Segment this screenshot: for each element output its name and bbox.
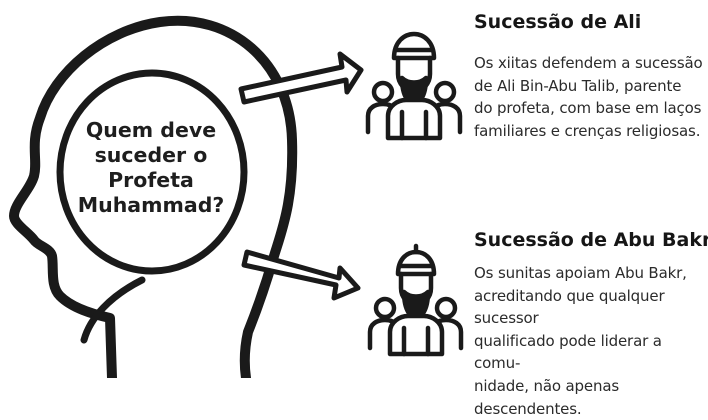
head-silhouette [9, 15, 298, 378]
head-inner-contour [80, 276, 146, 344]
option-description-abu-bakr: Os sunitas apoiam Abu Bakr, acreditando … [474, 264, 687, 418]
diagram-artwork [9, 15, 464, 378]
option-title-ali: Sucessão de Ali [474, 11, 642, 33]
option-title-abu-bakr: Sucessão de Abu Bakr [474, 229, 708, 251]
arrow-to-ali [238, 51, 364, 105]
bearded-man-group-icon [365, 31, 463, 141]
option-description-ali: Os xiitas defendem a sucessão de Ali Bin… [474, 54, 703, 140]
turbaned-man-group-icon [367, 243, 464, 357]
thought-circle [56, 69, 248, 275]
arrow-to-abu-bakr [241, 249, 361, 301]
central-question: Quem deve suceder o Profeta Muhammad? [77, 118, 225, 217]
